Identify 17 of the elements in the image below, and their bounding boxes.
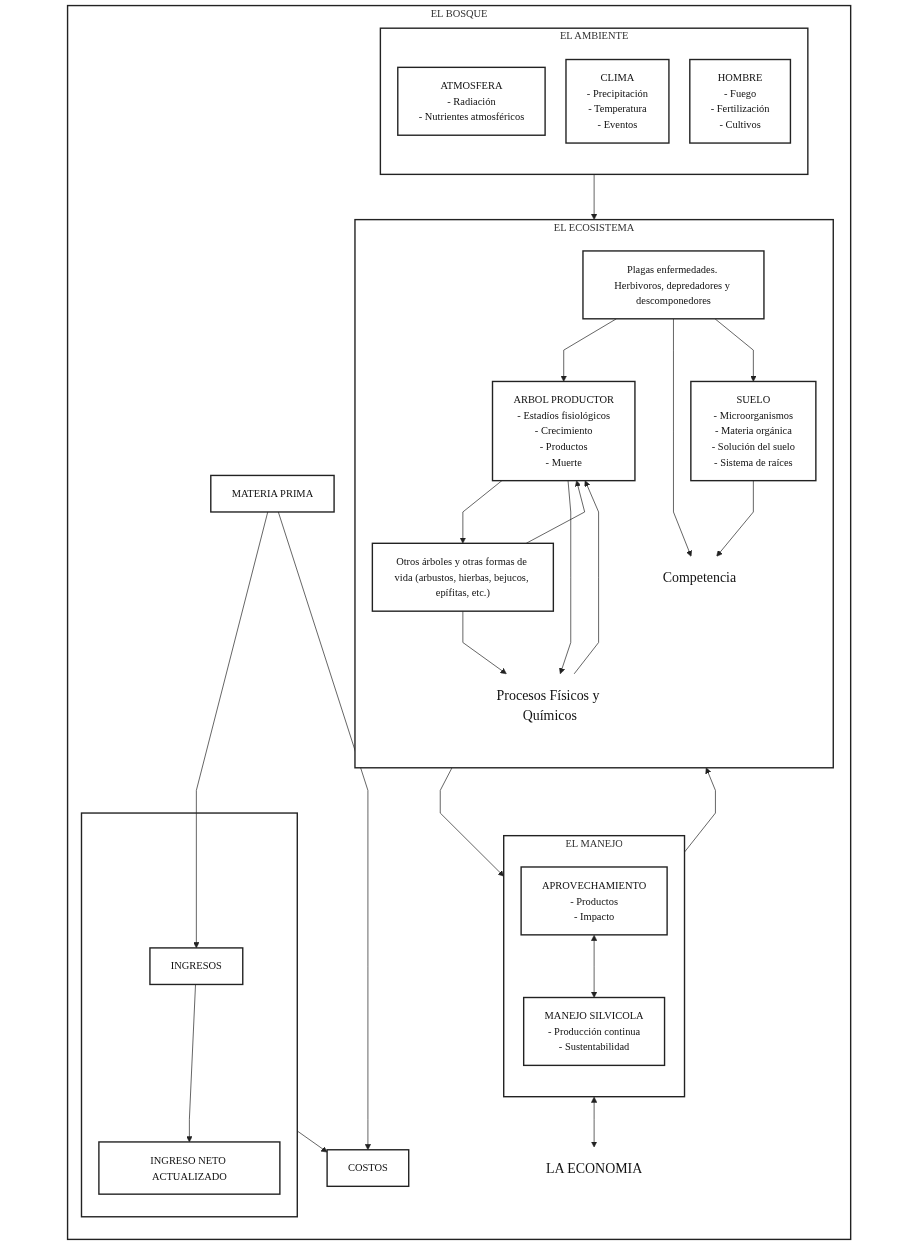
node-box: HOMBRE - Fuego - Fertilización - Cultivos	[689, 58, 791, 144]
node-box: ATMOSFERA - Radiación - Nutrientes atmosféricos	[396, 66, 546, 136]
node-box: SUELO - Microorganismos - Materia orgánica - Solución del suelo - Sistema de raíces	[690, 380, 817, 482]
cluster	[80, 812, 298, 1218]
node-box: Plagas enfermedades. Herbivoros, depredadores y descomponedores	[582, 250, 765, 320]
node-text: LA ECONOMIA	[545, 1160, 643, 1176]
node-box: CLIMA - Precipitación - Temperatura - Eventos	[565, 58, 670, 144]
node-box: INGRESO NETO ACTUALIZADO	[98, 1141, 281, 1195]
node-box: COSTOS	[326, 1149, 410, 1188]
node-box: APROVECHAMIENTO - Productos - Impacto	[520, 866, 668, 936]
node-box: INGRESOS	[149, 947, 244, 986]
node-text: Competencia	[662, 569, 737, 585]
node-box: MATERIA PRIMA	[209, 474, 335, 513]
node-box: Otros árboles y otras formas de vida (arbustos, hierbas, bejucos, epífitas, etc.)	[371, 542, 554, 612]
node-box: MANEJO SILVICOLA - Producción continua - Sustentabilidad	[522, 996, 666, 1067]
node-text: Procesos Físicos y Químicos	[496, 687, 600, 724]
node-box: ARBOL PRODUCTOR - Estadíos fisiológicos - Crecimiento - Productos - Muerte	[491, 380, 636, 482]
